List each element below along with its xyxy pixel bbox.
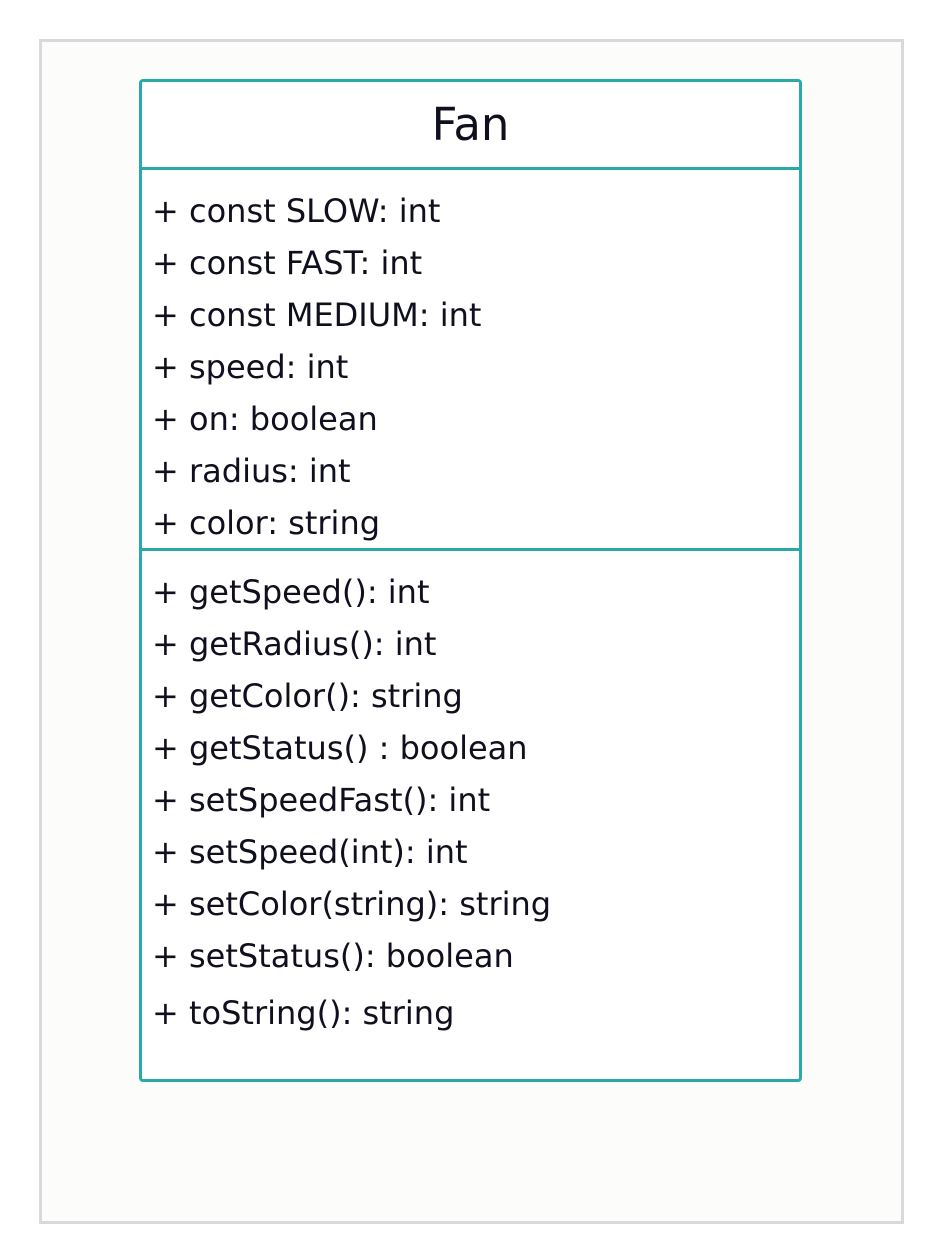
attribute-medium: + const MEDIUM: int — [152, 296, 482, 334]
operation-get-speed: + getSpeed(): int — [152, 573, 430, 611]
attribute-fast: + const FAST: int — [152, 244, 423, 282]
attribute-color: + color: string — [152, 504, 381, 542]
operation-set-status: + setStatus(): boolean — [152, 937, 514, 975]
operation-set-speed-fast: + setSpeedFast(): int — [152, 781, 491, 819]
operation-to-string: + toString(): string — [152, 994, 455, 1032]
attribute-slow: + const SLOW: int — [152, 192, 441, 230]
attributes-compartment: + const SLOW: int + const FAST: int + co… — [142, 170, 799, 551]
operation-set-speed: + setSpeed(int): int — [152, 833, 468, 871]
operation-set-color: + setColor(string): string — [152, 885, 552, 923]
uml-class-fan[interactable]: Fan + const SLOW: int + const FAST: int … — [139, 79, 802, 1082]
class-name: Fan — [142, 82, 799, 170]
operation-get-color: + getColor(): string — [152, 677, 463, 715]
operation-get-radius: + getRadius(): int — [152, 625, 437, 663]
attribute-on: + on: boolean — [152, 400, 378, 438]
attribute-radius: + radius: int — [152, 452, 351, 490]
attribute-speed: + speed: int — [152, 348, 349, 386]
operations-compartment: + getSpeed(): int + getRadius(): int + g… — [142, 551, 799, 1039]
operation-get-status: + getStatus() : boolean — [152, 729, 528, 767]
